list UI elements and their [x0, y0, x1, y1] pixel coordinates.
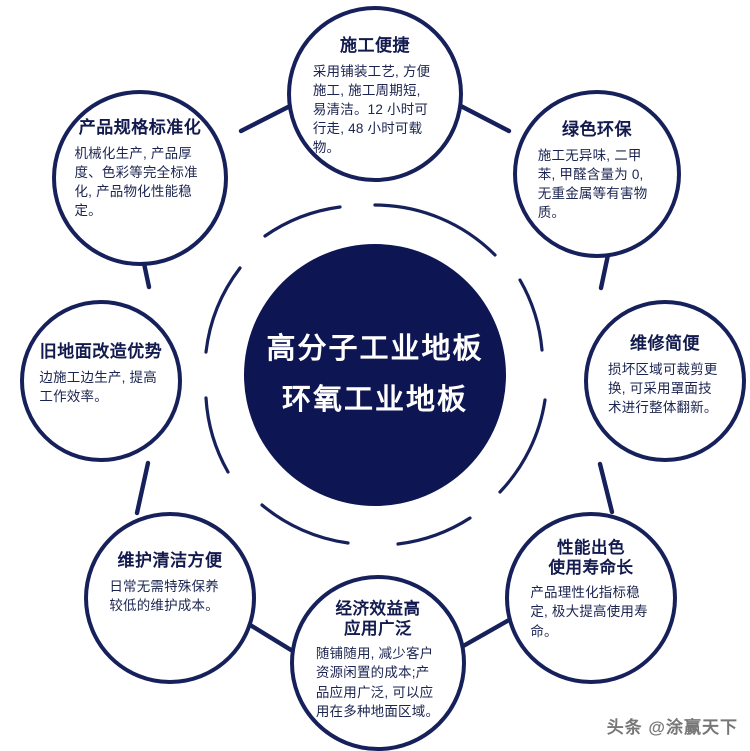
- center-hub: 高分子工业地板 环氧工业地板: [244, 244, 506, 506]
- bubble-body: 机械化生产, 产品厚度、色彩等完全标准化, 产品物化性能稳定。: [74, 145, 198, 219]
- watermark: 头条 @涂赢天下: [606, 718, 738, 737]
- bubble-body: 损坏区域可裁剪更换, 可采用罩面技术进行整体翻新。: [608, 361, 718, 416]
- bubble-title: 绿色环保: [561, 120, 632, 139]
- bubble-body: 产品理性化指标稳定, 极大提高使用寿命。: [530, 585, 648, 639]
- bubble-title: 施工便捷: [340, 36, 410, 55]
- bubble-body: 日常无需特殊保养较低的维护成本。: [109, 578, 219, 613]
- bubble-title: 旧地面改造优势: [39, 342, 163, 361]
- bubble-title: 经济效益高 应用广泛: [335, 600, 421, 639]
- bubble-maintenance-cleaning[interactable]: 维护清洁方便 日常无需特殊保养较低的维护成本。: [84, 512, 256, 684]
- bubble-body: 施工无异味, 二甲苯, 甲醛含量为 0, 无重金属等有害物质。: [537, 147, 648, 221]
- bubble-economic-wide-application[interactable]: 经济效益高 应用广泛 随铺随用, 减少客户资源闲置的成本;产品应用广泛, 可以应…: [290, 575, 466, 751]
- bubble-title: 产品规格标准化: [78, 118, 202, 137]
- bubble-body: 随铺随用, 减少客户资源闲置的成本;产品应用广泛, 可以应用在多种地面区域。: [315, 646, 440, 719]
- bubble-title: 性能出色 使用寿命长: [548, 539, 634, 578]
- bubble-body: 采用铺装工艺, 方便施工, 施工周期短, 易清洁。12 小时可行走, 48 小时…: [312, 63, 431, 156]
- hub-dashed-ring: [204, 203, 547, 546]
- hub-title-line-2: 环氧工业地板: [281, 384, 468, 416]
- bubble-title: 维护清洁方便: [117, 551, 223, 570]
- bubble-product-standardization[interactable]: 产品规格标准化 机械化生产, 产品厚度、色彩等完全标准化, 产品物化性能稳定。: [52, 90, 228, 266]
- bubble-body: 边施工边生产, 提高工作效率。: [39, 369, 157, 404]
- bubble-old-floor-renovation[interactable]: 旧地面改造优势 边施工边生产, 提高工作效率。: [20, 300, 182, 462]
- bubble-performance-lifespan[interactable]: 性能出色 使用寿命长 产品理性化指标稳定, 极大提高使用寿命。: [505, 512, 677, 684]
- bubble-green-environmental[interactable]: 绿色环保 施工无异味, 二甲苯, 甲醛含量为 0, 无重金属等有害物质。: [513, 90, 681, 258]
- bubble-title: 维修简便: [629, 334, 700, 353]
- hub-title-line-1: 高分子工业地板: [266, 332, 484, 365]
- bubble-repair-simple[interactable]: 维修简便 损坏区域可裁剪更换, 可采用罩面技术进行整体翻新。: [584, 300, 746, 462]
- bubble-construction-convenient[interactable]: 施工便捷 采用铺装工艺, 方便施工, 施工周期短, 易清洁。12 小时可行走, …: [287, 6, 463, 182]
